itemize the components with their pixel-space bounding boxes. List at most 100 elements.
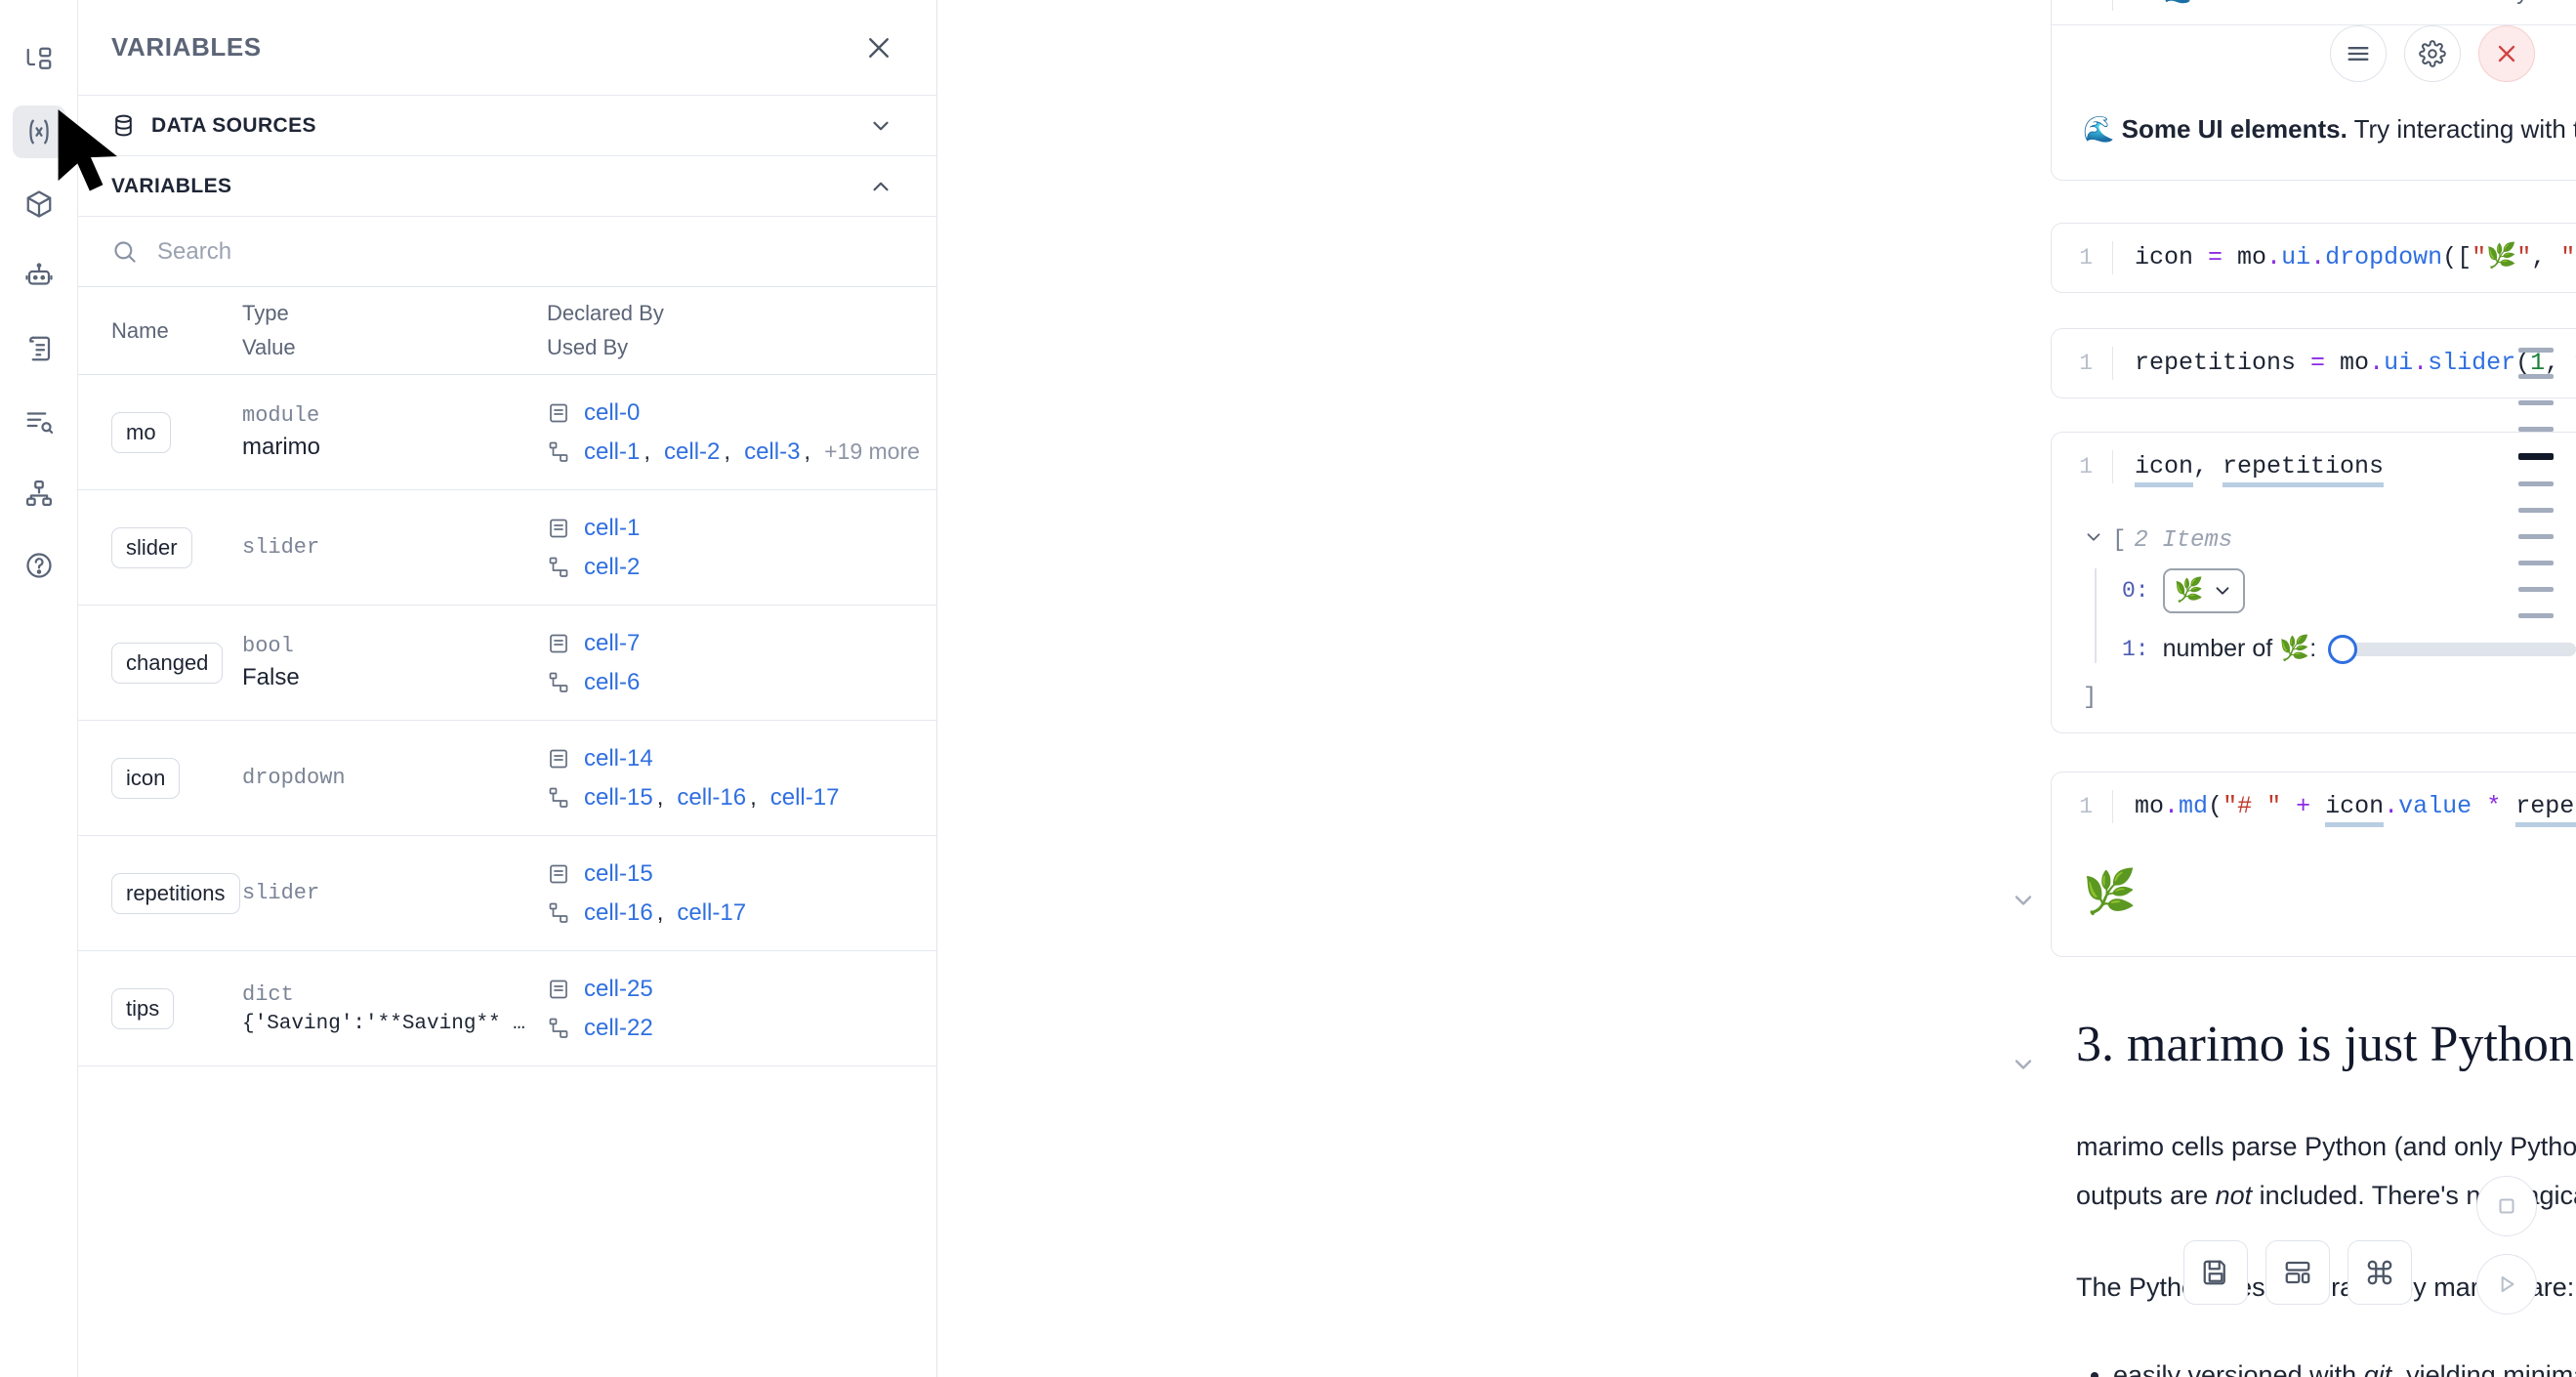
scratchpad-icon[interactable] <box>13 322 65 375</box>
cell-link[interactable]: cell-0 <box>584 398 641 426</box>
minimap-mark[interactable] <box>2518 613 2554 618</box>
declared-icon <box>547 747 570 771</box>
cell-link[interactable]: cell-22 <box>584 1014 653 1041</box>
col-name: Name <box>111 317 169 343</box>
save-icon[interactable] <box>2183 1240 2248 1305</box>
close-icon[interactable] <box>2478 25 2535 82</box>
code-line[interactable]: icon = mo.ui.dropdown(["🌿", "🌊", "✨"], v… <box>2112 241 2576 274</box>
minimap-mark[interactable] <box>2518 453 2554 460</box>
minimap-mark[interactable] <box>2518 374 2554 379</box>
cell-link[interactable]: cell-15 <box>584 859 653 887</box>
minimap-mark[interactable] <box>2518 481 2554 486</box>
cell-link[interactable]: cell-25 <box>584 975 653 1002</box>
chevron-down-icon[interactable] <box>868 113 893 139</box>
variable-name[interactable]: mo <box>111 411 171 453</box>
minimap-mark[interactable] <box>2518 561 2554 565</box>
slider-knob[interactable] <box>2328 634 2358 664</box>
separator: , <box>656 783 664 811</box>
line-number: 1 <box>2052 0 2112 11</box>
repetitions-slider[interactable] <box>2328 634 2576 664</box>
used-icon <box>547 671 570 694</box>
logs-icon[interactable] <box>13 395 65 447</box>
section-data-sources[interactable]: DATA SOURCES <box>78 96 936 156</box>
cell-link[interactable]: cell-16 <box>677 783 747 811</box>
variables-icon[interactable] <box>12 105 65 158</box>
list-item: 1: number of 🌿: <box>2122 634 2576 664</box>
chevron-down-icon[interactable] <box>2010 1051 2037 1078</box>
menu-icon[interactable] <box>2330 25 2387 82</box>
code-line[interactable]: ""🌊 Some UI elements."" Try interacting … <box>2112 0 2576 11</box>
variable-name[interactable]: tips <box>111 987 175 1029</box>
cell-link[interactable]: cell-17 <box>769 783 840 811</box>
variable-name[interactable]: slider <box>111 526 192 568</box>
minimap-mark[interactable] <box>2518 400 2554 405</box>
search-row <box>78 217 936 287</box>
dependency-graph-icon[interactable] <box>13 467 65 520</box>
output-emoji: 🌊 <box>2083 114 2115 144</box>
search-input[interactable] <box>157 237 903 266</box>
package-icon[interactable] <box>13 178 65 230</box>
more-count[interactable]: +19 more <box>824 438 920 464</box>
minimap-mark[interactable] <box>2518 534 2554 539</box>
array-header[interactable]: [ 2 Items <box>2083 526 2576 555</box>
chevron-down-icon[interactable] <box>2010 887 2037 914</box>
cell-repetitions-slider: 1 repetitions = mo.ui.slider(1, 16, labe… <box>2051 328 2576 398</box>
search-icon <box>111 238 138 265</box>
minimap-mark[interactable] <box>2518 587 2554 592</box>
item-index: 1: <box>2122 636 2149 662</box>
variable-name[interactable]: changed <box>111 642 224 684</box>
cell-link[interactable]: cell-1 <box>584 514 641 541</box>
section-bullets: easily versioned with git, yielding mini… <box>2113 1351 2576 1377</box>
cell-link[interactable]: cell-6 <box>584 668 641 695</box>
line-number: 1 <box>2079 794 2093 819</box>
cell-link[interactable]: cell-17 <box>677 898 747 926</box>
cell-link[interactable]: cell-7 <box>584 629 641 656</box>
section-variables[interactable]: VARIABLES <box>78 156 936 217</box>
separator: , <box>656 898 664 926</box>
cell-link[interactable]: cell-3 <box>744 438 801 465</box>
layout-icon[interactable] <box>2265 1240 2330 1305</box>
code-line[interactable]: icon, repetitions <box>2112 450 2576 487</box>
close-icon[interactable] <box>864 33 893 63</box>
chevron-up-icon[interactable] <box>868 174 893 199</box>
declared-icon <box>547 862 570 886</box>
gear-icon[interactable] <box>2404 25 2461 82</box>
icon-dropdown[interactable]: 🌿 <box>2162 568 2245 613</box>
cell-link[interactable]: cell-1 <box>584 438 641 465</box>
cell-link[interactable]: cell-2 <box>664 438 721 465</box>
cell-icon-dropdown: 1 icon = mo.ui.dropdown(["🌿", "🌊", "✨"],… <box>2051 223 2576 293</box>
help-icon[interactable] <box>13 539 65 592</box>
cell-link[interactable]: cell-2 <box>584 553 641 580</box>
stop-icon[interactable] <box>2476 1176 2537 1236</box>
variable-type: dict <box>242 981 294 1007</box>
play-icon[interactable] <box>2476 1254 2537 1314</box>
minimap[interactable] <box>2502 348 2570 618</box>
code-line[interactable]: repetitions = mo.ui.slider(1, 16, label=… <box>2112 347 2576 380</box>
slider-label: number of 🌿: <box>2162 635 2317 662</box>
chevron-down-icon[interactable] <box>2083 526 2104 555</box>
minimap-mark[interactable] <box>2518 508 2554 513</box>
variable-name[interactable]: repetitions <box>111 872 240 914</box>
command-icon[interactable] <box>2347 1240 2412 1305</box>
used-icon <box>547 556 570 579</box>
minimap-mark[interactable] <box>2518 427 2554 432</box>
minimap-mark[interactable] <box>2518 348 2554 353</box>
variable-name[interactable]: icon <box>111 757 181 799</box>
used-icon <box>547 786 570 810</box>
panel-header: VARIABLES <box>78 0 936 96</box>
file-tree-icon[interactable] <box>13 33 65 86</box>
code-line[interactable]: mo.md("# " + icon.value * repetitions.va… <box>2112 790 2576 827</box>
robot-icon[interactable] <box>13 250 65 303</box>
variable-value: marimo <box>242 434 321 460</box>
cell-link[interactable]: cell-14 <box>584 744 653 772</box>
cell-link[interactable]: cell-15 <box>584 783 653 811</box>
cell-link[interactable]: cell-16 <box>584 898 653 926</box>
dropdown-value: 🌿 <box>2174 579 2204 605</box>
